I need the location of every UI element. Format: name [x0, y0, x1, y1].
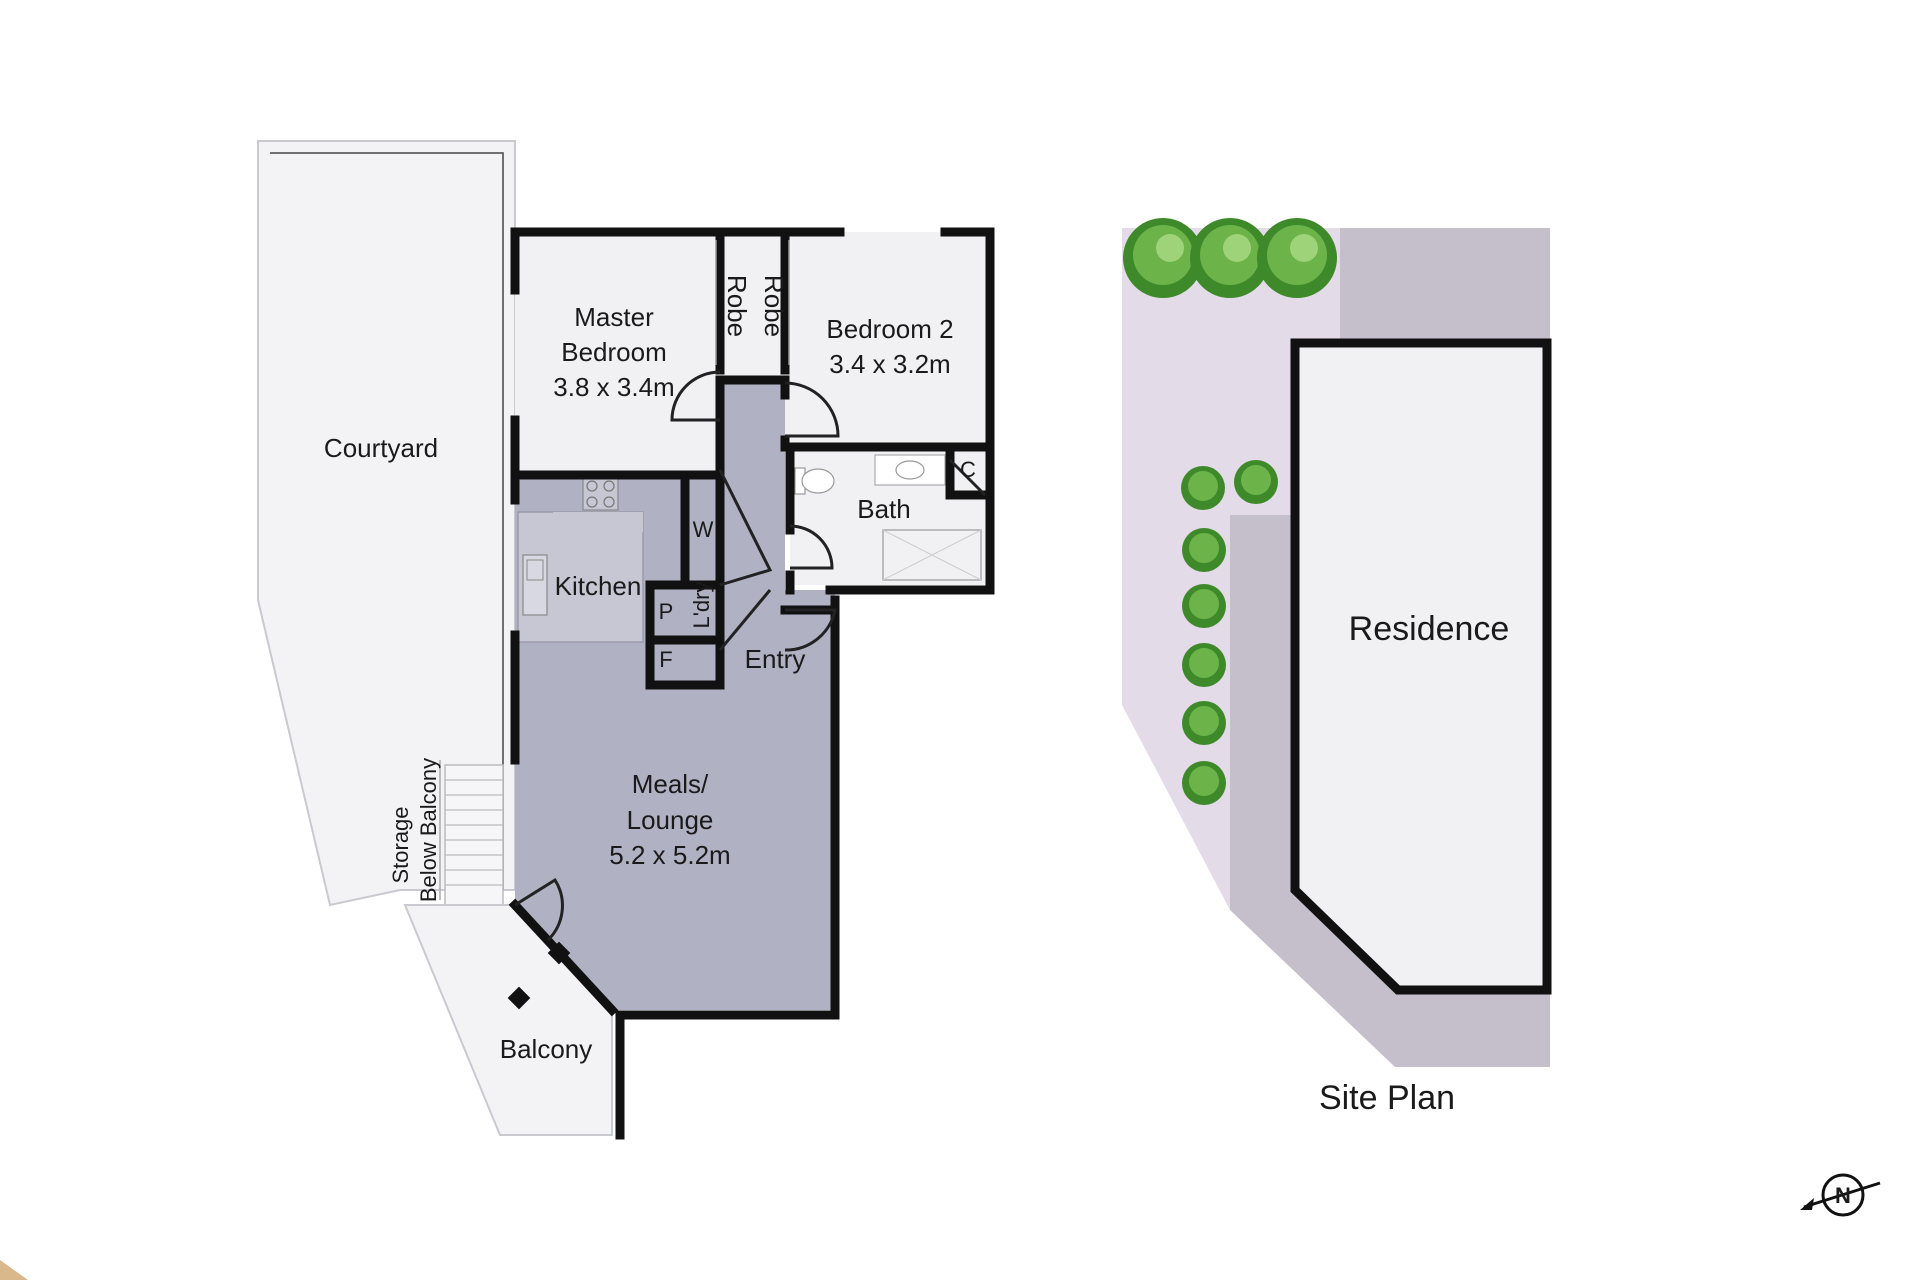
walls	[508, 227, 995, 1140]
label-meals-1: Meals/	[632, 769, 709, 799]
label-kitchen: Kitchen	[555, 571, 642, 601]
label-entry: Entry	[745, 644, 806, 674]
courtyard-inner-edge	[270, 152, 504, 890]
label-master-bedroom-1: Master	[574, 302, 654, 332]
label-courtyard: Courtyard	[324, 433, 438, 463]
site-plan-title: Site Plan	[1319, 1079, 1455, 1117]
label-bath: Bath	[857, 494, 911, 524]
north-arrow-icon: N	[1800, 1173, 1881, 1217]
label-meals-size: 5.2 x 5.2m	[609, 840, 730, 870]
label-bedroom-2: Bedroom 2	[826, 314, 953, 344]
label-residence: Residence	[1349, 610, 1510, 648]
label-balcony: Balcony	[500, 1034, 593, 1064]
floor-plan: Courtyard Master Bedroom 3.8 x 3.4m Robe…	[257, 140, 995, 1140]
label-laundry: L'dry	[689, 582, 714, 629]
tree-icon-column	[1181, 460, 1278, 805]
cooktop	[582, 477, 619, 511]
label-p: P	[659, 599, 674, 624]
post-marker-2	[507, 986, 531, 1010]
label-robe-1: Robe	[722, 275, 752, 337]
label-c: C	[960, 457, 976, 482]
site-building-outline	[1290, 338, 1552, 995]
site-plan: Residence Site Plan	[1122, 218, 1552, 1117]
label-master-bedroom-size: 3.8 x 3.4m	[553, 372, 674, 402]
corner-accent	[0, 1260, 28, 1280]
storage-stairs	[444, 764, 504, 906]
master-bedroom-fill	[515, 232, 720, 475]
sink-icon	[522, 554, 548, 616]
post-cross	[550, 944, 570, 964]
compass-label: N	[1835, 1183, 1851, 1208]
cooktop-burners-icon	[586, 480, 615, 508]
label-f: F	[659, 647, 672, 672]
basin-icon	[874, 454, 946, 486]
door-swings	[514, 370, 987, 942]
label-meals-2: Lounge	[627, 805, 714, 835]
bedroom-2-fill	[785, 232, 990, 447]
label-master-bedroom-2: Bedroom	[561, 337, 667, 367]
label-robe-2: Robe	[759, 275, 789, 337]
shower-icon	[882, 529, 982, 581]
toilet-icon	[794, 467, 835, 495]
label-w: W	[693, 517, 714, 542]
robe-sliders	[715, 240, 790, 365]
label-bedroom-2-size: 3.4 x 3.2m	[829, 349, 950, 379]
kitchen-island	[553, 512, 643, 532]
label-storage: Storage	[388, 806, 413, 883]
robes-fill	[720, 232, 785, 380]
label-storage-2: Below Balcony	[416, 758, 441, 902]
stair-treads	[445, 779, 503, 886]
tree-icon-row-top	[1123, 218, 1337, 298]
